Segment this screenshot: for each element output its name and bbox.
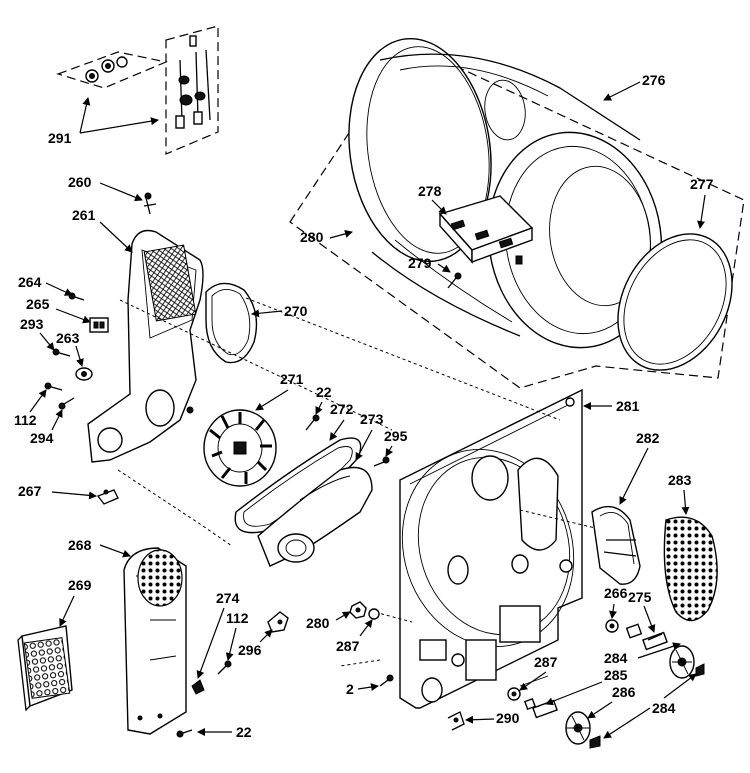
screw-22-lower — [176, 729, 193, 738]
callout-271: 271 — [280, 371, 304, 387]
clip-267 — [96, 489, 119, 505]
duct-seal-270 — [205, 282, 258, 364]
screw-293 — [52, 348, 71, 357]
callout-260: 260 — [68, 174, 92, 190]
callout-261: 261 — [72, 207, 96, 223]
callout-264: 264 — [18, 274, 42, 290]
assembly-line-1 — [117, 469, 233, 547]
screw-112-left — [44, 382, 63, 391]
assembly-line-3 — [245, 297, 561, 421]
callout-286: 286 — [612, 684, 636, 700]
callout-266: 266 — [604, 585, 628, 601]
callout-267: 267 — [18, 483, 42, 499]
callout-295: 295 — [384, 428, 408, 444]
assembly-line-6 — [351, 605, 413, 623]
roller-286-upper — [669, 645, 695, 679]
callout-284-lower: 284 — [652, 700, 676, 716]
callout-265: 265 — [26, 296, 50, 312]
callout-279: 279 — [408, 255, 432, 271]
callout-290: 290 — [496, 710, 520, 726]
bearing-284-upper — [625, 623, 643, 639]
callout-277: 277 — [690, 176, 714, 192]
callout-268: 268 — [68, 537, 92, 553]
callout-283: 283 — [668, 472, 692, 488]
callout-22-upper: 22 — [316, 384, 332, 400]
thermal-fuse-263 — [75, 367, 93, 381]
washer-287-left — [368, 608, 380, 620]
clip-296 — [267, 611, 289, 633]
callout-276: 276 — [642, 72, 666, 88]
callout-281: 281 — [616, 398, 640, 414]
washer-287-lower — [507, 687, 521, 701]
shaft-275 — [642, 631, 668, 651]
callout-293: 293 — [20, 316, 44, 332]
callout-278: 278 — [418, 183, 442, 199]
thermostat-265 — [89, 317, 109, 333]
clip-284-lower — [589, 735, 601, 749]
bracket-274 — [191, 679, 205, 695]
screw-2 — [379, 674, 394, 687]
drum-seal-277 — [617, 233, 733, 371]
callout-287-lower: 287 — [534, 654, 558, 670]
callout-112-left: 112 — [14, 412, 37, 428]
callout-112-lower: 112 — [226, 610, 249, 626]
lint-duct-282 — [591, 505, 641, 585]
callout-296: 296 — [238, 642, 262, 658]
nut-280-lower — [349, 601, 367, 619]
clip-284-right — [695, 663, 705, 677]
drum-assembly-276 — [289, 37, 745, 389]
screw-112-lower — [217, 660, 232, 675]
callout-284-upper: 284 — [604, 650, 628, 666]
callout-274: 274 — [216, 590, 240, 606]
exhaust-duct-268 — [123, 547, 187, 735]
callout-270: 270 — [284, 303, 308, 319]
callout-287-left: 287 — [336, 638, 360, 654]
drum-baffle-278 — [438, 195, 534, 265]
blower-wheel-271 — [203, 409, 277, 487]
roller-286-lower — [565, 711, 591, 745]
callout-263: 263 — [56, 330, 80, 346]
assembly-line-5 — [339, 659, 381, 667]
assembly-line-2 — [119, 299, 393, 431]
callout-282: 282 — [636, 430, 660, 446]
callout-272: 272 — [330, 401, 354, 417]
front-bulkhead-281 — [399, 388, 583, 709]
clip-290 — [447, 711, 465, 731]
screw-295 — [373, 456, 390, 467]
callout-294: 294 — [30, 430, 54, 446]
blower-housing-273 — [257, 466, 373, 567]
callout-291: 291 — [48, 130, 72, 146]
callout-2: 2 — [346, 681, 354, 697]
callout-22-lower: 22 — [236, 724, 252, 740]
washer-266 — [605, 619, 619, 633]
rear-duct-261 — [87, 229, 204, 463]
screw-279 — [447, 272, 462, 289]
sensor-260 — [143, 192, 157, 215]
callout-280-drum: 280 — [300, 229, 324, 245]
callout-275: 275 — [628, 589, 652, 605]
callout-285: 285 — [604, 667, 628, 683]
screw-22-upper — [305, 414, 320, 431]
callout-273: 273 — [360, 411, 384, 427]
screw-294 — [58, 397, 75, 410]
heater-element-269 — [17, 625, 73, 712]
callout-280-lower: 280 — [306, 615, 330, 631]
lint-screen-283 — [663, 516, 718, 622]
wiring-kit-291: 291 — [48, 25, 219, 155]
callout-269: 269 — [68, 577, 92, 593]
